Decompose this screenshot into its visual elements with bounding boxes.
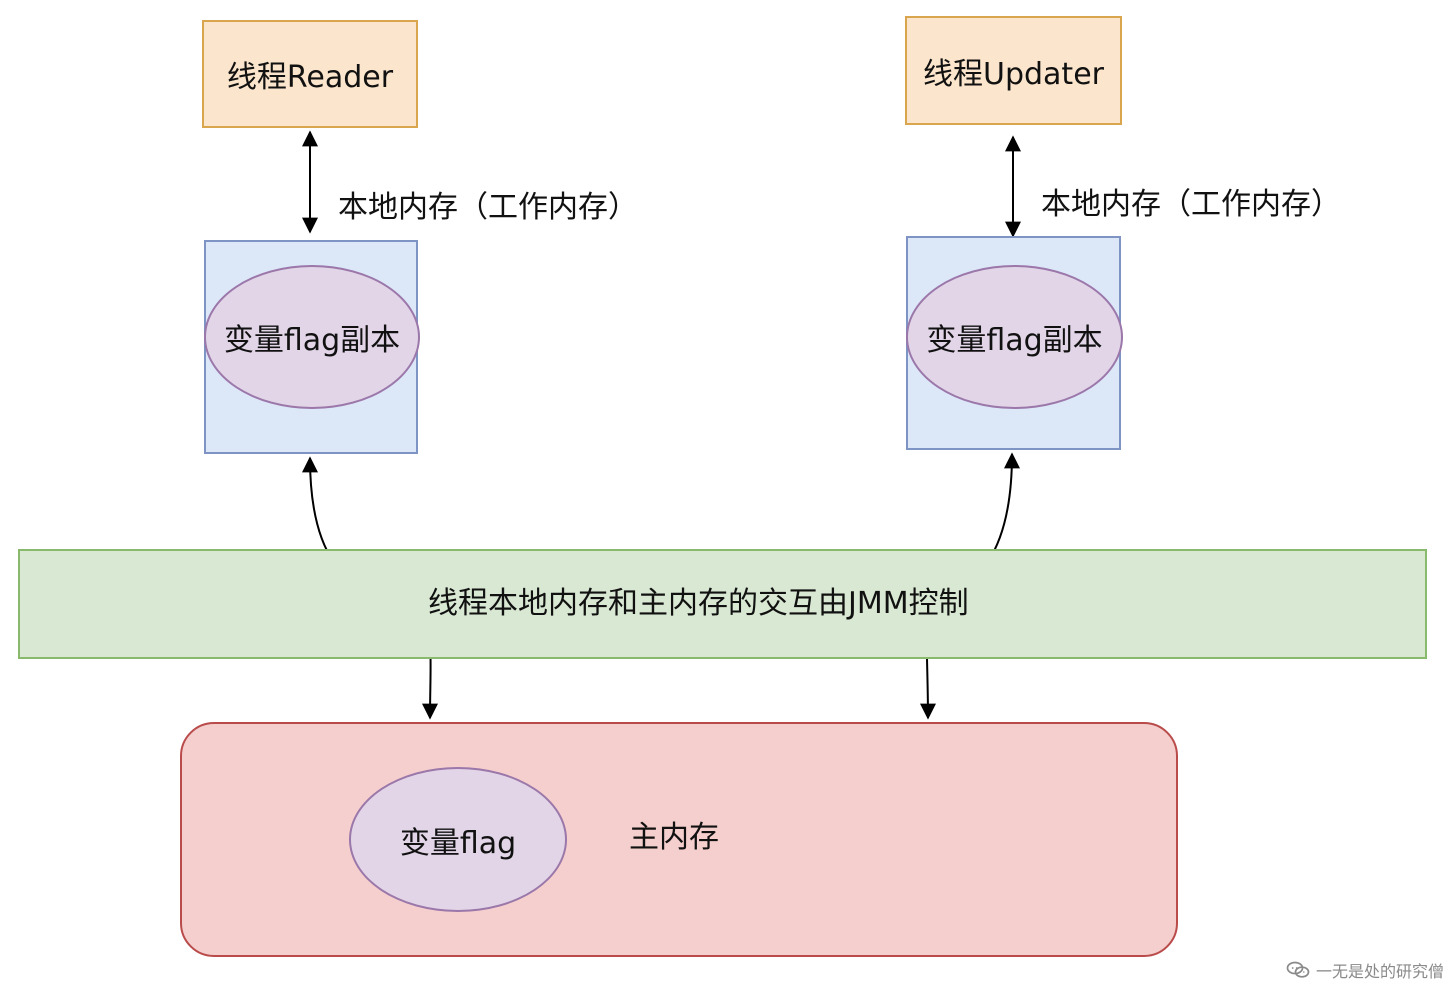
- reader-flag-copy: 变量flag副本: [204, 265, 420, 409]
- main-memory-title: 主内存: [629, 820, 719, 855]
- watermark-text: 一无是处的研究僧: [1315, 962, 1444, 981]
- chat-bubble-icon: [1286, 961, 1310, 978]
- thread-updater-label: 线程Updater: [923, 56, 1104, 92]
- main-flag-variable: 变量flag: [349, 767, 567, 912]
- watermark: 一无是处的研究僧: [1286, 958, 1444, 982]
- updater-local-memory-label: 本地内存（工作内存）: [1041, 187, 1341, 222]
- reader-flag-copy-label: 变量flag副本: [223, 323, 401, 358]
- jmm-interaction-band: [18, 549, 1427, 659]
- thread-reader-label: 线程Reader: [226, 60, 394, 95]
- thread-reader-box: 线程Reader: [202, 20, 418, 128]
- jmm-interaction-label: 线程本地内存和主内存的交互由JMM控制: [428, 586, 969, 621]
- updater-flag-copy-label: 变量flag副本: [926, 323, 1103, 358]
- updater-flag-copy: 变量flag副本: [906, 265, 1123, 409]
- main-memory-box: [180, 722, 1178, 957]
- thread-updater-box: 线程Updater: [905, 16, 1122, 125]
- main-flag-variable-label: 变量flag: [399, 825, 517, 861]
- reader-local-memory-label: 本地内存（工作内存）: [338, 190, 638, 225]
